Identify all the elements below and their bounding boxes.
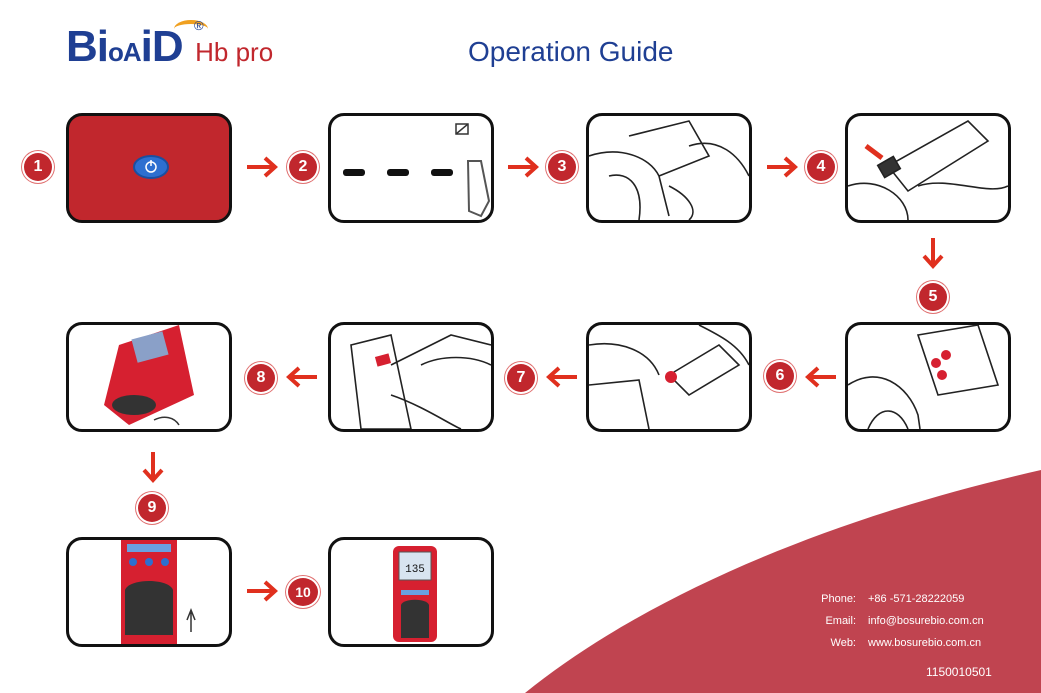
step-2-panel bbox=[328, 113, 494, 223]
step-9b-panel bbox=[66, 537, 232, 647]
step-10-panel: 135 bbox=[328, 537, 494, 647]
hand-cleaning-icon bbox=[589, 120, 749, 220]
phone-value: +86 -571-28222059 bbox=[868, 593, 965, 605]
blood-drops-icon bbox=[848, 325, 1000, 429]
web-line: Web: www.bosurebio.com.cn bbox=[798, 632, 984, 654]
device-result-icon: 135 bbox=[393, 546, 437, 642]
step-badge-1: 1 bbox=[24, 153, 52, 181]
step-6-panel bbox=[845, 322, 1011, 432]
cuvette-collect-icon bbox=[589, 325, 749, 429]
step-badge-3: 3 bbox=[548, 153, 576, 181]
step-badge-6: 6 bbox=[766, 362, 794, 390]
device-insert-icon bbox=[104, 325, 194, 426]
arrow-right-4 bbox=[247, 580, 278, 602]
arrow-right-3 bbox=[767, 156, 798, 178]
lancet-prick-icon bbox=[848, 120, 1008, 220]
arrow-right-2 bbox=[508, 156, 539, 178]
step-4-panel bbox=[845, 113, 1011, 223]
step-9-panel bbox=[66, 322, 232, 432]
arrow-left-3 bbox=[286, 366, 317, 388]
step-badge-2: 2 bbox=[289, 153, 317, 181]
email-value: info@bosurebio.com.cn bbox=[868, 615, 984, 627]
logo-wordmark: BioAiD bbox=[66, 22, 184, 71]
email-label: Email: bbox=[825, 615, 856, 627]
step-7-panel bbox=[586, 322, 752, 432]
arrow-left-1 bbox=[805, 366, 836, 388]
arrow-down-1 bbox=[922, 238, 944, 269]
step-1-panel bbox=[66, 113, 232, 223]
contact-block: Phone: +86 -571-28222059 Email: info@bosur… bbox=[798, 588, 984, 654]
insert-cuvette-icon bbox=[350, 334, 491, 429]
arrow-down-2 bbox=[142, 452, 164, 483]
step-3-panel bbox=[586, 113, 752, 223]
phone-line: Phone: +86 -571-28222059 bbox=[798, 588, 984, 610]
step-badge-4: 4 bbox=[807, 153, 835, 181]
logo-arc bbox=[174, 20, 208, 38]
web-value: www.bosurebio.com.cn bbox=[868, 637, 982, 649]
web-label: Web: bbox=[830, 637, 856, 649]
step-badge-10: 10 bbox=[288, 578, 318, 606]
display-dashes-icon bbox=[343, 123, 491, 218]
arrow-left-2 bbox=[546, 366, 577, 388]
screen-reading: 135 bbox=[405, 564, 425, 576]
arrow-right-1 bbox=[247, 156, 278, 178]
power-button-icon bbox=[133, 155, 169, 179]
step-badge-9: 9 bbox=[138, 494, 166, 522]
step-badge-8: 8 bbox=[247, 364, 275, 392]
step-8-panel bbox=[328, 322, 494, 432]
phone-label: Phone: bbox=[821, 593, 856, 605]
document-code: 1150010501 bbox=[926, 665, 992, 679]
brand-logo: BioAiD ® Hb pro bbox=[66, 18, 274, 72]
registered-mark: ® bbox=[194, 18, 204, 33]
step-badge-7: 7 bbox=[507, 364, 535, 392]
device-front-icon bbox=[121, 540, 196, 644]
page-title: Operation Guide bbox=[468, 36, 674, 67]
step-badge-5: 5 bbox=[919, 283, 947, 311]
product-name: Hb pro bbox=[195, 37, 274, 67]
email-line: Email: info@bosurebio.com.cn bbox=[798, 610, 984, 632]
